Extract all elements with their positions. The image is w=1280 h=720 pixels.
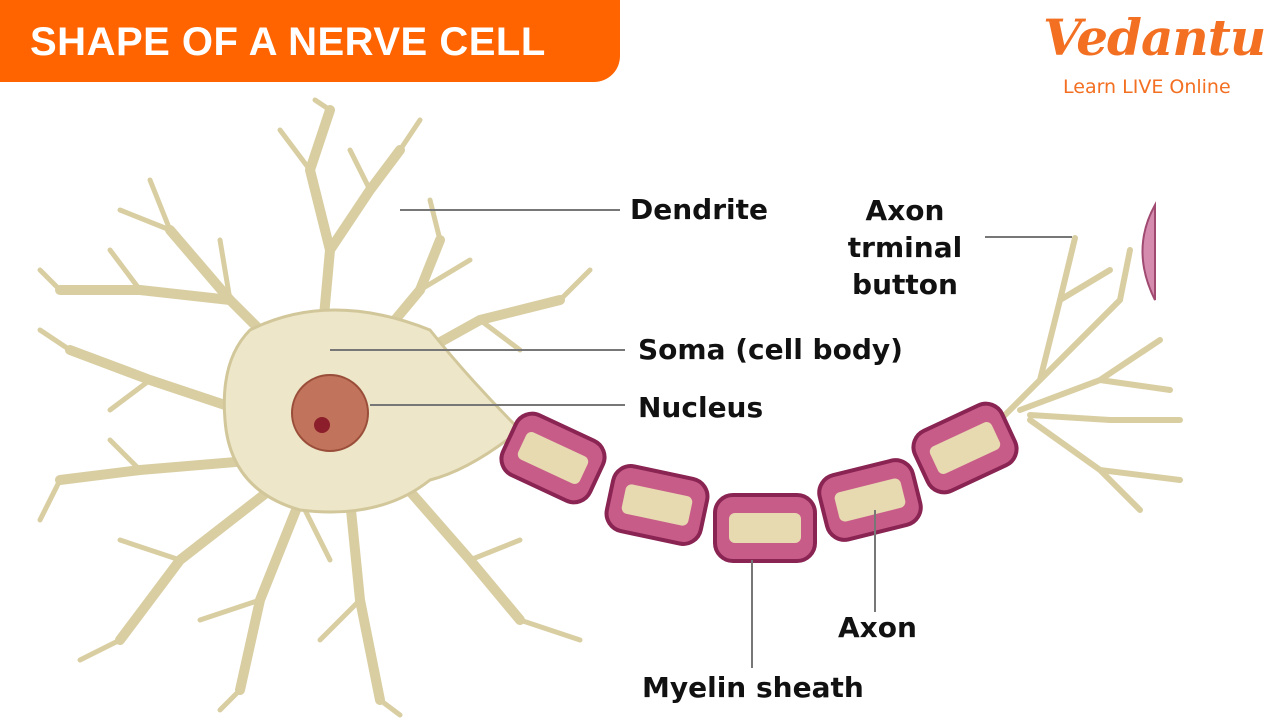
myelin-sheaths — [499, 401, 1019, 563]
label-soma: Soma (cell body) — [638, 333, 903, 366]
nucleolus — [314, 417, 330, 433]
label-axon-terminal-line2: trminal — [847, 231, 963, 264]
title-banner: SHAPE OF A NERVE CELL — [0, 0, 620, 82]
leader-lines — [330, 209, 1072, 668]
nucleus — [291, 374, 369, 452]
logo-brand: Vedantu — [1043, 8, 1266, 67]
label-axon-terminal-line1: Axon — [865, 194, 945, 227]
logo-tagline: Learn LIVE Online — [1063, 76, 1231, 98]
page-title: SHAPE OF A NERVE CELL — [30, 20, 546, 64]
vedantu-logo: Vedantu Learn LIVE Online — [1035, 8, 1266, 103]
label-dendrite: Dendrite — [630, 193, 768, 226]
label-myelin-sheath: Myelin sheath — [642, 671, 864, 704]
synapse-target — [1141, 201, 1156, 301]
label-axon-terminal-line3: button — [852, 268, 958, 301]
label-nucleus: Nucleus — [638, 391, 764, 424]
axon-terminal — [997, 235, 1183, 513]
soma — [222, 308, 523, 514]
label-axon: Axon — [838, 611, 917, 644]
label-axon-terminal: Axon trminal button — [840, 192, 970, 303]
